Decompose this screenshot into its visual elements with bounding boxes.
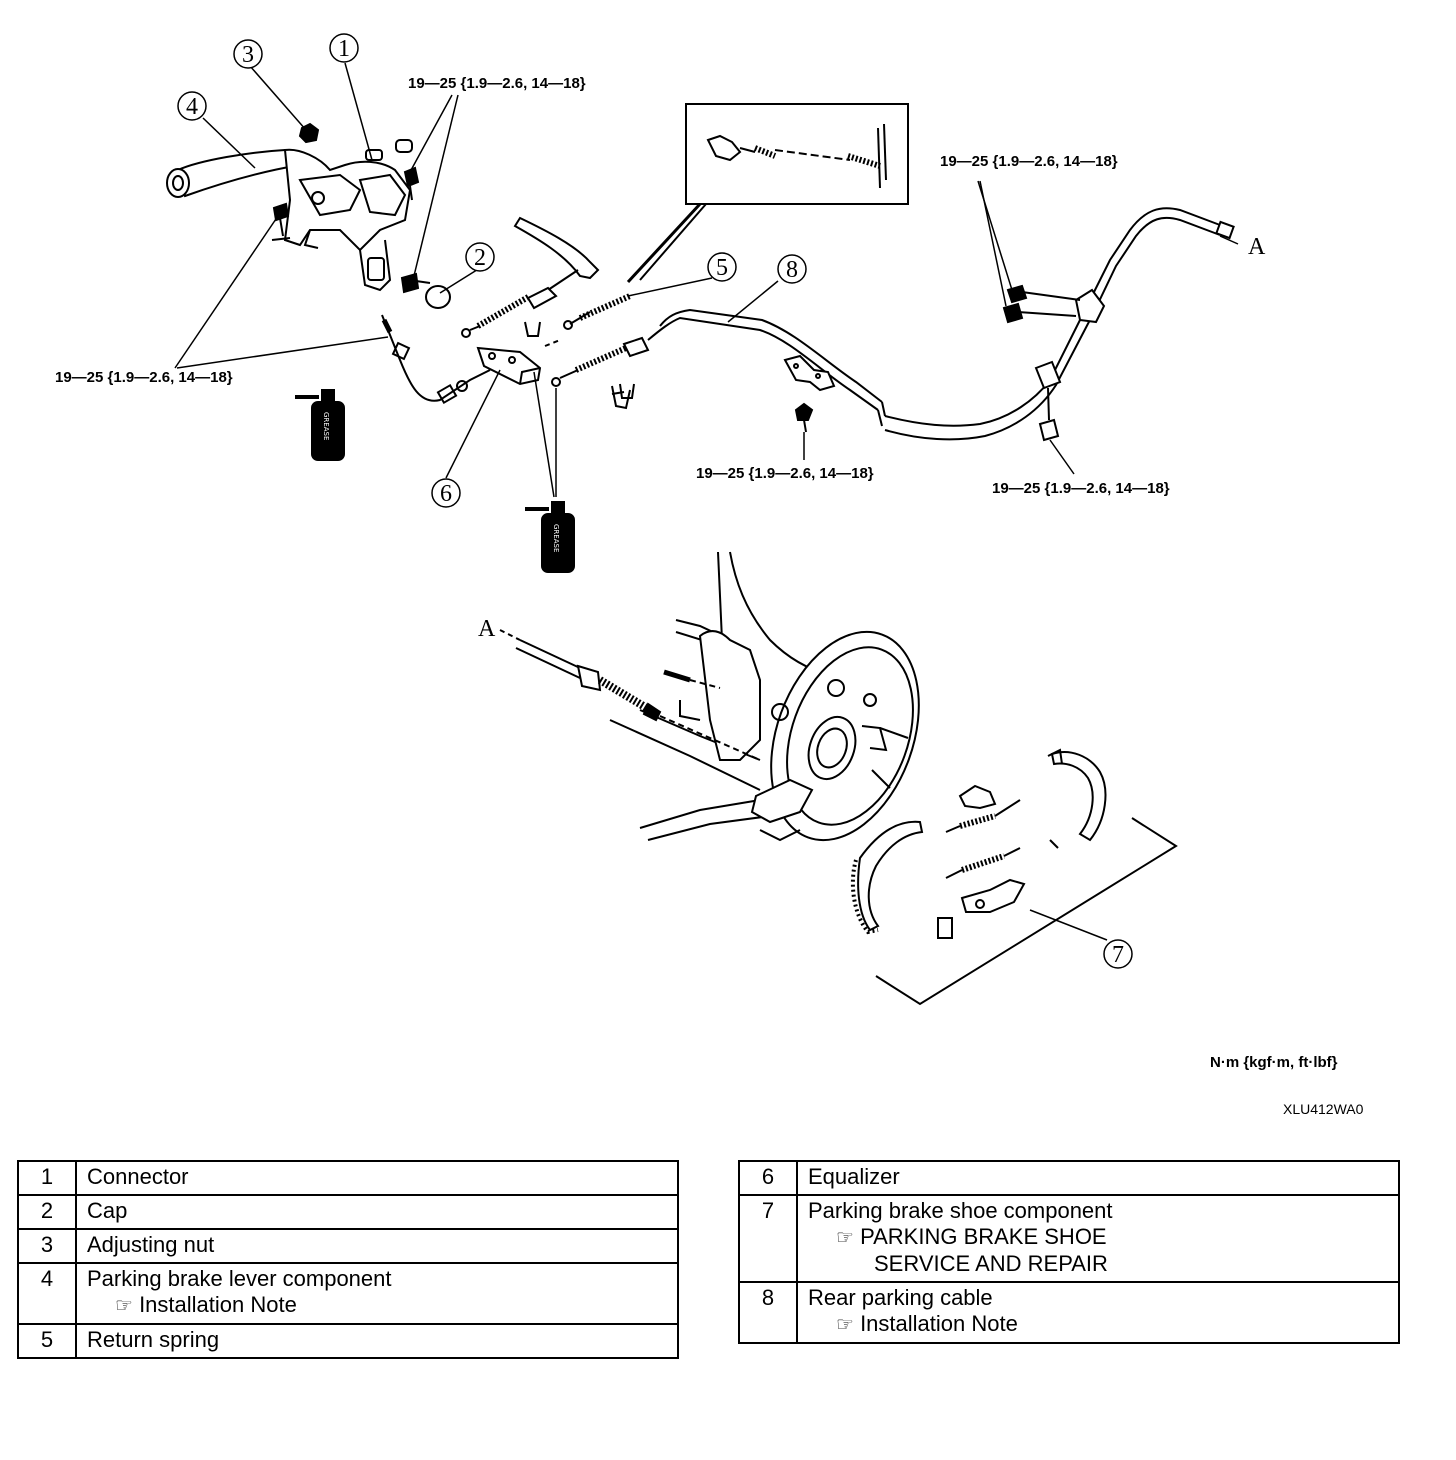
legend-cell: Parking brake shoe component ☞ PARKING B…	[796, 1194, 1400, 1283]
legend-number: 3	[17, 1228, 77, 1264]
legend-name: Parking brake lever component	[87, 1266, 392, 1291]
rear-cable-spring	[551, 336, 650, 399]
legend-number: 7	[738, 1194, 798, 1283]
legend-row: 2 Cap	[17, 1194, 679, 1230]
torque-units: N·m {kgf·m, ft·lbf}	[1210, 1054, 1338, 1071]
leader-lines	[174, 62, 1239, 941]
legend-row: 5 Return spring	[17, 1323, 679, 1359]
torque-spec: 19—25 {1.9—2.6, 14—18}	[696, 465, 874, 482]
legend-number: 2	[17, 1194, 77, 1230]
callout-5: 5	[716, 255, 728, 281]
torque-spec: 19—25 {1.9—2.6, 14—18}	[940, 153, 1118, 170]
legend-number: 8	[738, 1281, 798, 1344]
legend-table-left: 1 Connector 2 Cap 3 Adjusting nut 4 Park…	[17, 1160, 679, 1359]
cap	[425, 285, 451, 309]
legend-name: Parking brake shoe component	[808, 1198, 1113, 1223]
left-rear-cable-upper	[461, 216, 600, 338]
legend-name: Equalizer	[796, 1160, 1400, 1196]
legend-reference[interactable]: ☞ Installation Note	[87, 1292, 669, 1319]
return-spring	[563, 293, 632, 330]
torque-spec: 19—25 {1.9—2.6, 14—18}	[55, 369, 233, 386]
pointing-hand-icon: ☞	[115, 1295, 133, 1317]
pointing-hand-icon: ☞	[836, 1227, 854, 1249]
grease-label: GREASE	[322, 412, 330, 440]
legend-name: Connector	[75, 1160, 679, 1196]
torque-spec: 19—25 {1.9—2.6, 14—18}	[992, 480, 1170, 497]
legend-name: Adjusting nut	[75, 1228, 679, 1264]
legend-row: 7 Parking brake shoe component ☞ PARKING…	[738, 1194, 1400, 1283]
legend-row: 3 Adjusting nut	[17, 1228, 679, 1264]
legend-row: 1 Connector	[17, 1160, 679, 1196]
callout-6: 6	[440, 481, 452, 507]
legend-row: 6 Equalizer	[738, 1160, 1400, 1196]
rear-parking-cable	[647, 207, 1235, 442]
detail-inset	[626, 103, 909, 284]
callout-1: 1	[338, 36, 350, 62]
legend-name: Cap	[75, 1194, 679, 1230]
legend-reference-text[interactable]: Installation Note	[860, 1311, 1018, 1336]
parking-brake-lever	[166, 148, 412, 292]
ref-letter-a: A	[478, 616, 496, 642]
torque-spec: 19—25 {1.9—2.6, 14—18}	[408, 75, 586, 92]
legend-name: Rear parking cable	[808, 1285, 993, 1310]
connector	[365, 139, 413, 161]
grease-can-icon	[295, 389, 575, 573]
grease-label: GREASE	[552, 524, 560, 552]
ref-letter-a: A	[1248, 234, 1266, 260]
legend-reference-text[interactable]: Installation Note	[139, 1292, 297, 1317]
parking-brake-exploded-diagram: GREASE GREASE	[55, 33, 1266, 1006]
callout-2: 2	[474, 245, 486, 271]
cable-clips	[611, 385, 631, 410]
legend-reference-text[interactable]: PARKING BRAKE SHOE	[860, 1224, 1107, 1249]
callout-3: 3	[242, 42, 254, 68]
legend-row: 8 Rear parking cable ☞ Installation Note	[738, 1281, 1400, 1344]
parking-brake-shoes	[850, 748, 1107, 939]
callout-4: 4	[186, 94, 198, 120]
callout-7: 7	[1112, 942, 1124, 968]
pointing-hand-icon: ☞	[836, 1314, 854, 1336]
legend-cell: Rear parking cable ☞ Installation Note	[796, 1281, 1400, 1344]
legend-reference-line2[interactable]: SERVICE AND REPAIR	[874, 1251, 1108, 1276]
legend-reference[interactable]: ☞ PARKING BRAKE SHOE	[808, 1224, 1390, 1251]
callout-8: 8	[786, 257, 798, 283]
legend-cell: Parking brake lever component ☞ Installa…	[75, 1262, 679, 1325]
drawing-id: XLU412WA0	[1283, 1101, 1364, 1117]
callout-circles	[177, 33, 1133, 969]
legend-reference[interactable]: ☞ Installation Note	[808, 1311, 1390, 1338]
rear-cable-end	[499, 629, 761, 761]
legend-number: 6	[738, 1160, 798, 1196]
legend-name: Return spring	[75, 1323, 679, 1359]
shoe-bracket	[875, 817, 1178, 1006]
front-cable	[381, 314, 491, 405]
legend-row: 4 Parking brake lever component ☞ Instal…	[17, 1262, 679, 1325]
legend-table-right: 6 Equalizer 7 Parking brake shoe compone…	[738, 1160, 1400, 1344]
legend-number: 4	[17, 1262, 77, 1325]
equalizer	[476, 339, 561, 386]
legend-number: 5	[17, 1323, 77, 1359]
rear-hub-assembly	[609, 551, 920, 842]
legend-number: 1	[17, 1160, 77, 1196]
